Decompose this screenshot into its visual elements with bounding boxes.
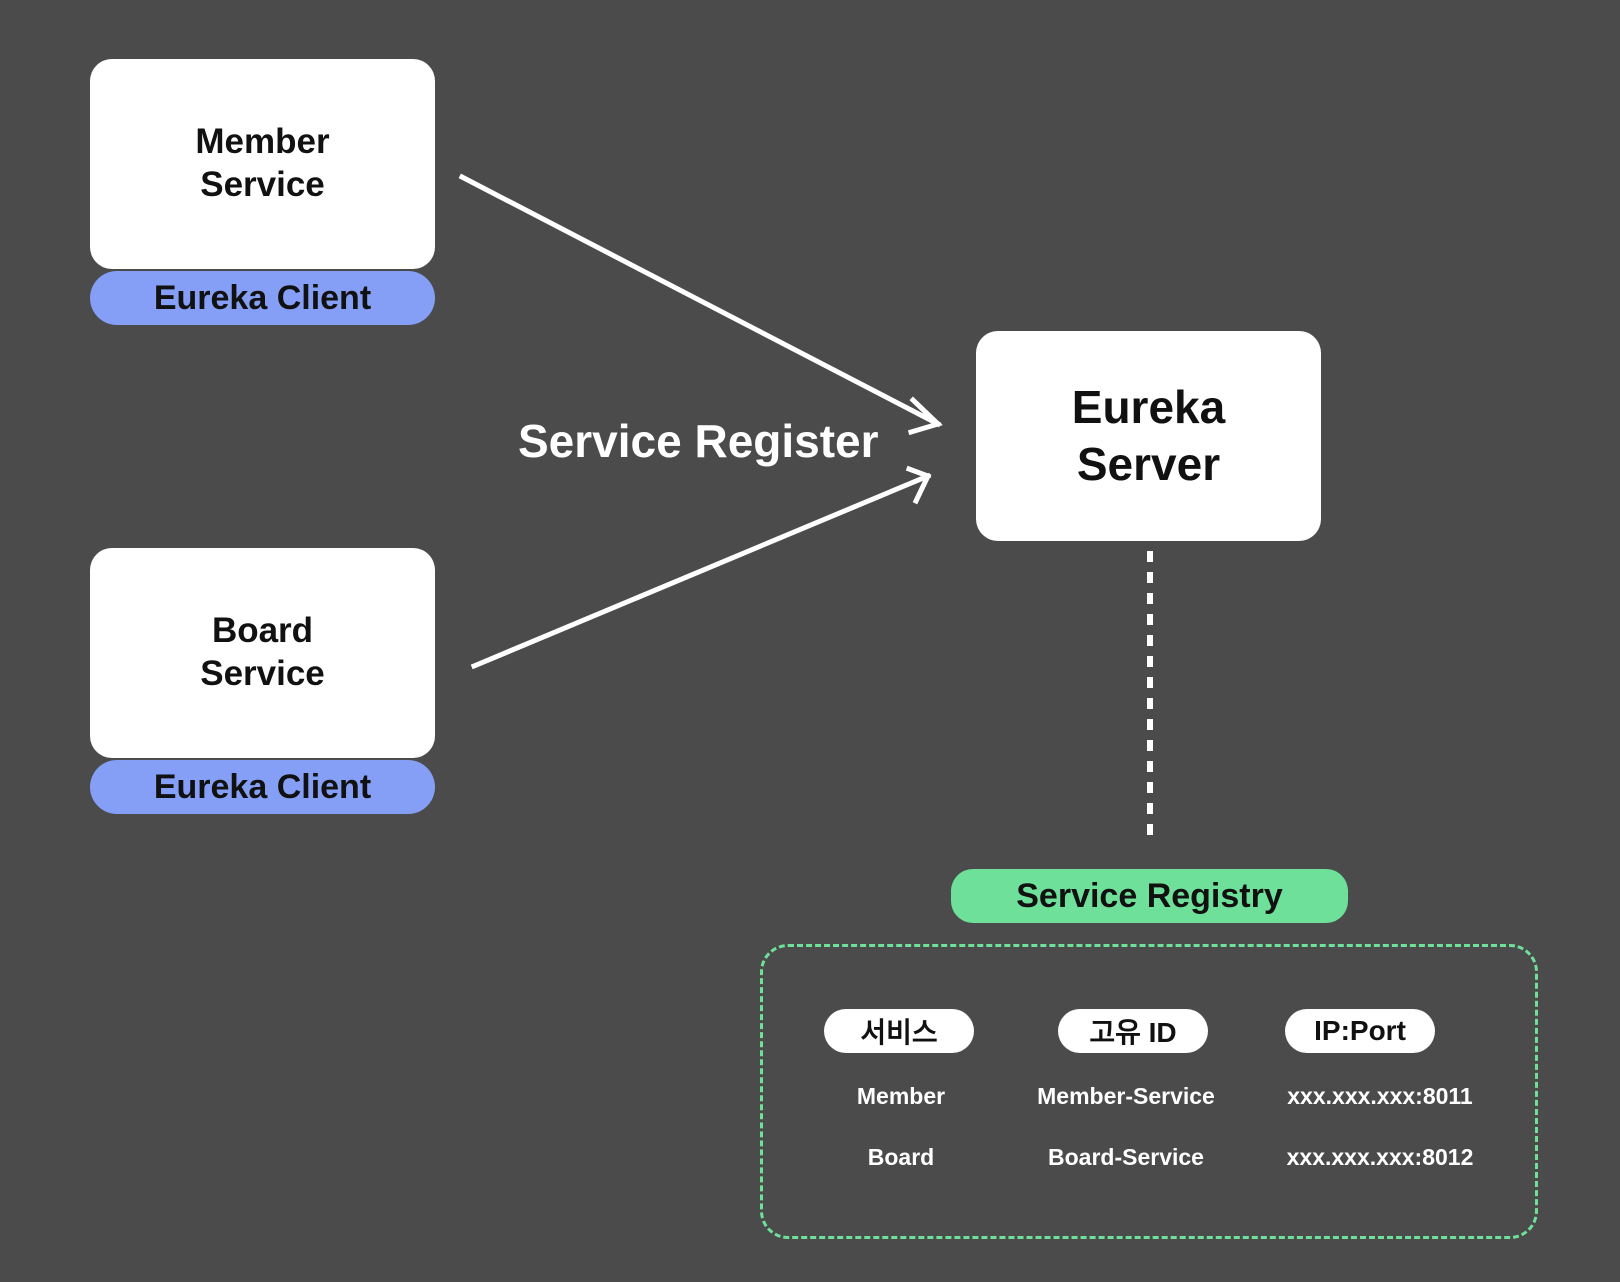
service-registry-title: Service Registry bbox=[951, 869, 1348, 923]
row2-ip-port: xxx.xxx.xxx:8012 bbox=[1286, 1144, 1474, 1170]
row2-unique-id: Board-Service bbox=[1048, 1144, 1204, 1170]
board-register-arrow-line bbox=[470, 472, 932, 670]
board-service-name-line2: Service bbox=[200, 654, 325, 693]
header-unique-id: 고유 ID bbox=[1058, 1009, 1208, 1053]
service-registry-table bbox=[760, 944, 1538, 1239]
header-ip-port: IP:Port bbox=[1285, 1009, 1435, 1053]
service-register-label: Service Register bbox=[518, 415, 879, 467]
board-register-arrowhead bbox=[905, 465, 932, 505]
member-service-name-line1: Member bbox=[195, 122, 330, 162]
eureka-server-line2: Server bbox=[1076, 438, 1221, 490]
member-register-arrow-line bbox=[458, 173, 942, 428]
board-eureka-client: Eureka Client bbox=[90, 760, 435, 814]
member-service-box: Member Service bbox=[90, 59, 435, 269]
member-register-arrowhead bbox=[907, 396, 943, 436]
header-service: 서비스 bbox=[824, 1009, 974, 1053]
member-eureka-client: Eureka Client bbox=[90, 271, 435, 325]
board-service-name-line1: Board bbox=[211, 611, 314, 651]
board-service-box: Board Service bbox=[90, 548, 435, 758]
row1-unique-id: Member-Service bbox=[1037, 1083, 1215, 1109]
eureka-server-line1: Eureka bbox=[1071, 380, 1226, 433]
member-service-name-line2: Service bbox=[200, 165, 325, 204]
row1-ip-port: xxx.xxx.xxx:8011 bbox=[1287, 1083, 1473, 1109]
row1-service: Member bbox=[856, 1083, 946, 1109]
eureka-server-box: Eureka Server bbox=[976, 331, 1321, 541]
row2-service: Board bbox=[867, 1144, 935, 1170]
